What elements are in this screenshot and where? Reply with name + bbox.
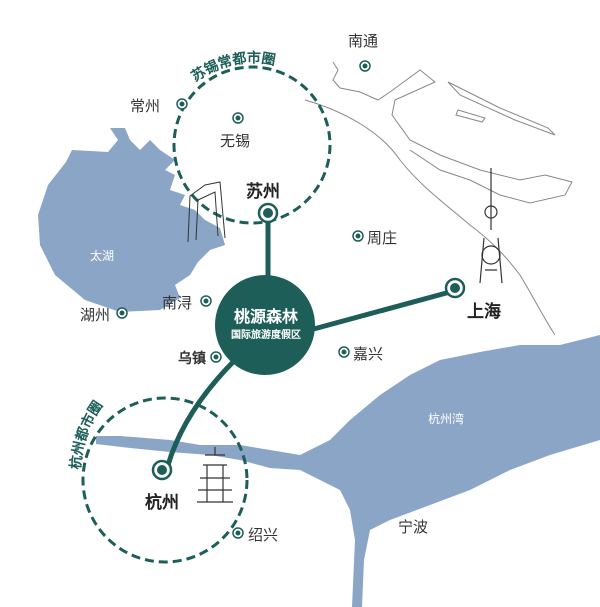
resort-title: 桃源森林: [233, 307, 298, 326]
city-suzhou: 苏州: [246, 182, 280, 202]
suxichang-circle: [172, 65, 332, 225]
city-changzhou: 常州: [130, 97, 161, 115]
hangzhou-bay-label: 杭州湾: [428, 412, 465, 426]
city-shanghai: 上海: [467, 302, 501, 322]
resort-subtitle: 国际旅游度假区: [231, 330, 301, 341]
city-hangzhou: 杭州: [145, 493, 179, 513]
city-nantong: 南通: [348, 32, 379, 50]
yangtze-north-bank: [332, 61, 573, 204]
city-jiaxing: 嘉兴: [353, 345, 384, 363]
city-zhouzhuang: 周庄: [367, 229, 398, 247]
hangzhou-circle: [81, 396, 249, 564]
city-ningbo: 宁波: [398, 518, 429, 536]
city-nanxun: 南浔: [162, 294, 193, 312]
city-markers: [116, 60, 466, 539]
taihu-lake: [38, 128, 225, 312]
hangzhou-region-label: 杭州都市圈: [67, 398, 106, 470]
city-huzhou: 湖州: [80, 306, 111, 324]
taihu-label: 太湖: [90, 249, 115, 263]
river-island: [447, 81, 556, 136]
oriental-pearl-tower-icon: [479, 168, 503, 284]
pagoda-icon: [197, 447, 233, 503]
city-shaoxing: 绍兴: [248, 526, 279, 544]
yangtze-river-outline: [304, 99, 556, 336]
city-wuxi: 无锡: [220, 132, 251, 150]
hangzhou-bay: [96, 335, 600, 607]
city-wuzhen: 乌镇: [178, 351, 206, 367]
route-lines: [165, 220, 451, 466]
resort-circle: [215, 275, 315, 375]
wuxi-landmark-icon: [187, 181, 226, 243]
